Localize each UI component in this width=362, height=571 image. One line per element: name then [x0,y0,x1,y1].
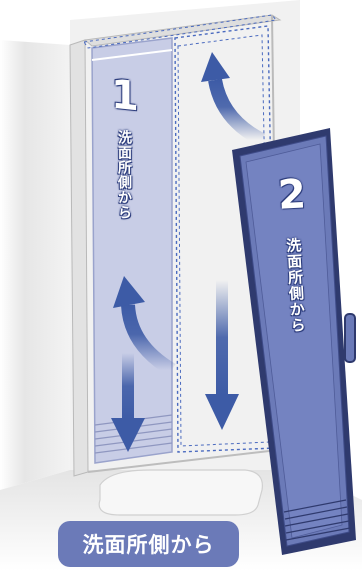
panel-2-bottom-slats [283,499,351,541]
arrowhead-down-1 [111,418,145,452]
arrowhead-up-1 [113,276,145,308]
panel-2-door [232,128,356,555]
arrow-shaft-down-1 [122,353,134,419]
panel-1-step-number: 1 [111,71,139,121]
door-handle [344,313,356,363]
bath-mat [98,469,263,516]
curved-up-arrow-1 [121,304,176,377]
panel-2-arrows [201,52,266,430]
arrowhead-down-2 [205,394,239,430]
curved-up-arrow-2 [208,78,266,147]
panel-1-label: 洗面所側から [116,130,132,220]
door-frame [69,14,282,477]
panel-2-slot-outline [83,14,277,453]
panel-1-arrows [111,276,176,452]
arrowhead-up-2 [201,52,230,82]
panel-2-step-number: 2 [276,171,308,219]
caption-badge: 洗面所側から [58,521,239,567]
arrow-shaft-down-2 [216,280,228,395]
